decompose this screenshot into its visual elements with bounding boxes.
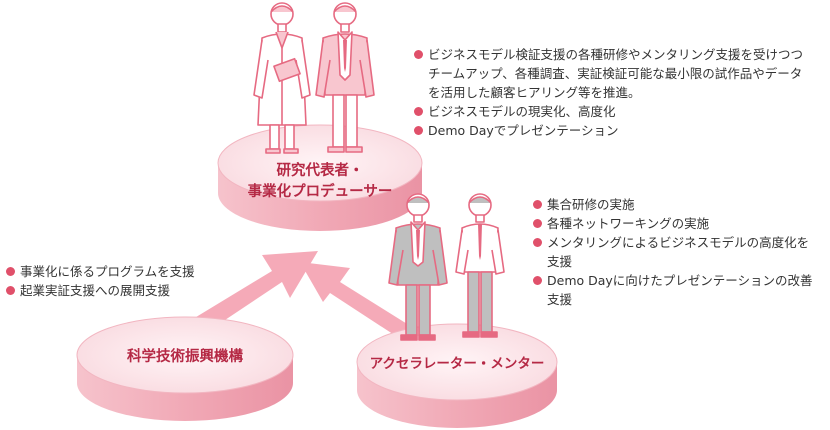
- list-item: 集合研修の実施: [533, 195, 813, 214]
- bullet-dot-icon: [414, 126, 423, 135]
- researcher-task-list: ビジネスモデル検証支援の各種研修やメンタリング支援を受けつつチームアップ、各種調…: [414, 45, 814, 140]
- bullet-dot-icon: [6, 267, 15, 276]
- researcher-disc-label-line1: 研究代表者・: [277, 161, 364, 179]
- jst-task-list: 事業化に係るプログラムを支援 起業実証支援への展開支援: [6, 262, 246, 300]
- researcher-disc-label-line2: 事業化プロデューサー: [248, 182, 393, 200]
- list-item: Demo Dayに向けたプレゼンテーションの改善支援: [533, 271, 813, 309]
- list-item: ビジネスモデルの現実化、高度化: [414, 102, 814, 121]
- list-item: 各種ネットワーキングの実施: [533, 214, 813, 233]
- list-item: 事業化に係るプログラムを支援: [6, 262, 246, 281]
- bullet-dot-icon: [533, 200, 542, 209]
- producer-figure-icon: [315, 2, 375, 153]
- researcher-figure-icon: [253, 2, 311, 154]
- list-item: Demo Dayでプレゼンテーション: [414, 121, 814, 140]
- bullet-dot-icon: [533, 238, 542, 247]
- bullet-dot-icon: [414, 107, 423, 116]
- bullet-dot-icon: [533, 276, 542, 285]
- bullet-dot-icon: [6, 286, 15, 295]
- researcher-disc: 研究代表者・ 事業化プロデューサー: [217, 124, 423, 231]
- accelerator-disc-label: アクセラレーター・メンター: [370, 356, 545, 372]
- mentor-figure-icon: [455, 193, 505, 338]
- accelerator-figure-icon: [388, 193, 448, 341]
- jst-disc: 科学技術振興機構: [76, 316, 294, 421]
- jst-disc-label: 科学技術振興機構: [127, 347, 243, 365]
- bullet-dot-icon: [533, 219, 542, 228]
- list-item: メンタリングによるビジネスモデルの高度化を支援: [533, 233, 813, 271]
- accelerator-task-list: 集合研修の実施 各種ネットワーキングの実施 メンタリングによるビジネスモデルの高…: [533, 195, 813, 309]
- accelerator-disc: アクセラレーター・メンター: [356, 323, 558, 428]
- list-item: ビジネスモデル検証支援の各種研修やメンタリング支援を受けつつチームアップ、各種調…: [414, 45, 814, 102]
- bullet-dot-icon: [414, 50, 423, 59]
- list-item: 起業実証支援への展開支援: [6, 281, 246, 300]
- arrow-up-left-icon: [300, 262, 412, 340]
